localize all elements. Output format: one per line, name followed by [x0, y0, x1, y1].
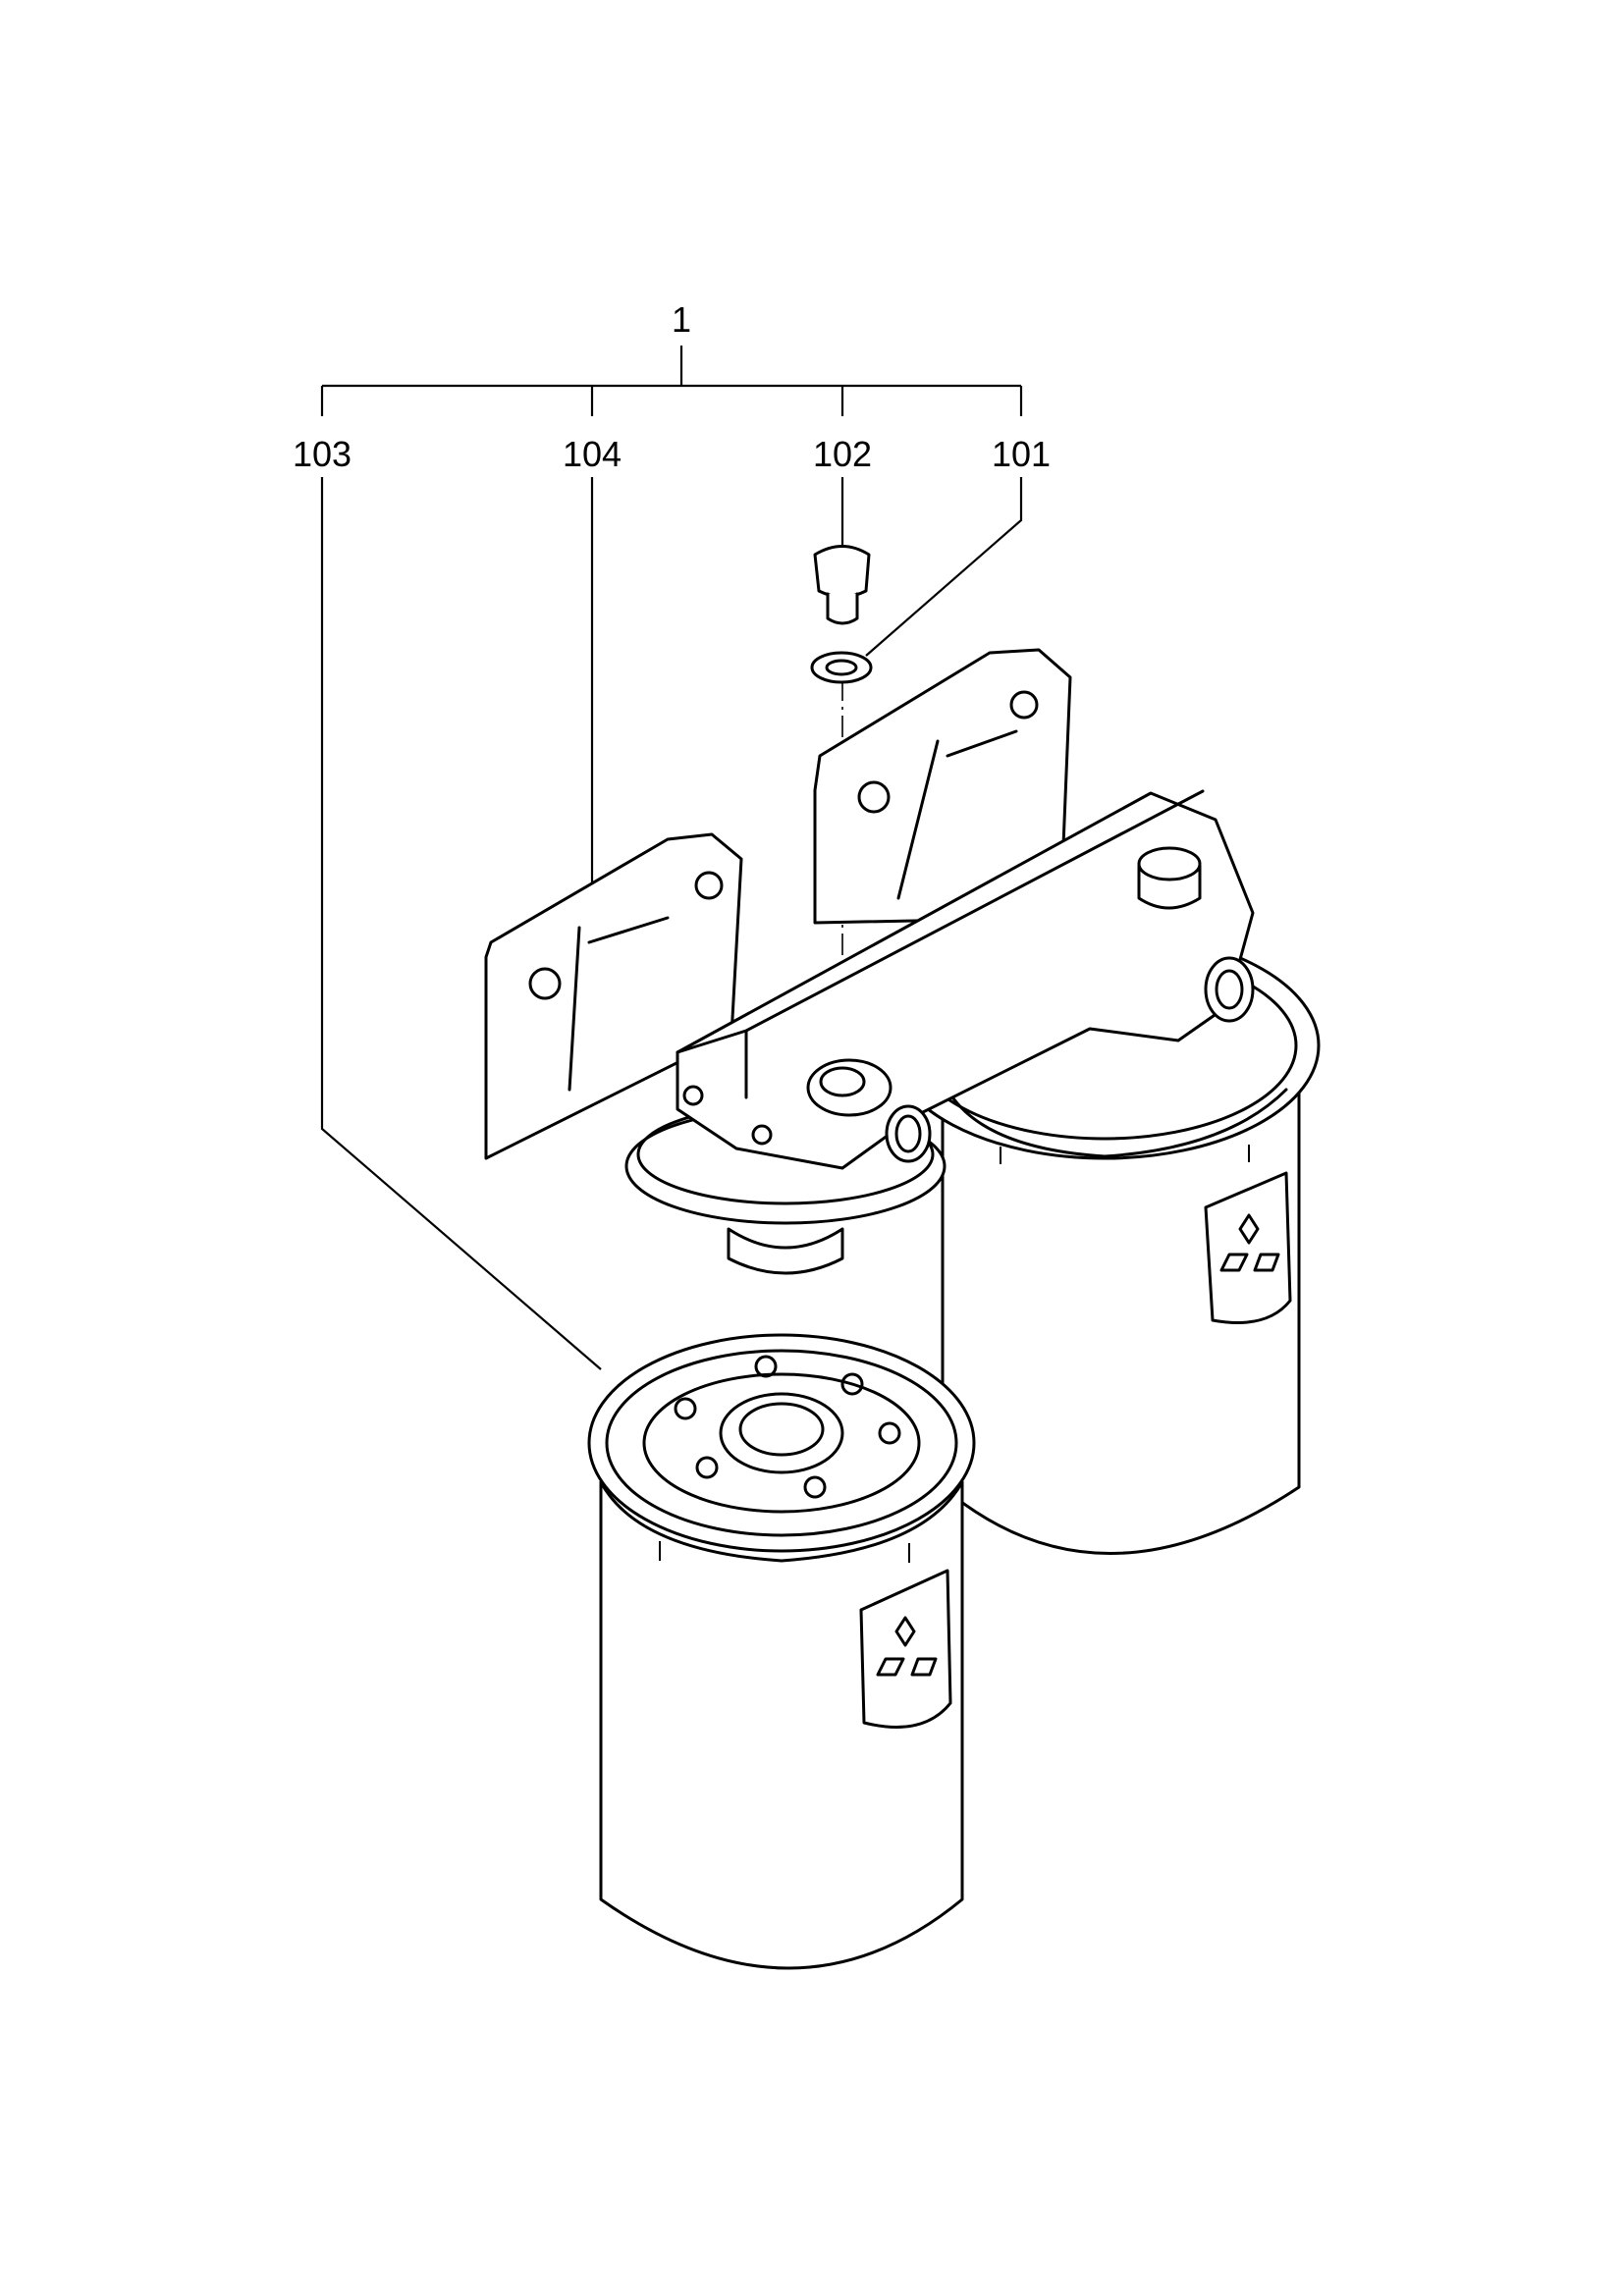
leader-lines — [320, 346, 1023, 1370]
part-label-101: 101 — [991, 434, 1052, 474]
mounting-bracket — [484, 648, 1072, 1160]
plug-part — [813, 545, 871, 625]
part-label-102: 102 — [812, 434, 873, 474]
assembly-label: 1 — [671, 299, 692, 340]
part-label-103: 103 — [292, 434, 352, 474]
part-label-104: 104 — [562, 434, 622, 474]
front-filter-canister — [587, 1333, 976, 1970]
washer-part — [810, 651, 873, 684]
filter-head — [624, 789, 1255, 1275]
